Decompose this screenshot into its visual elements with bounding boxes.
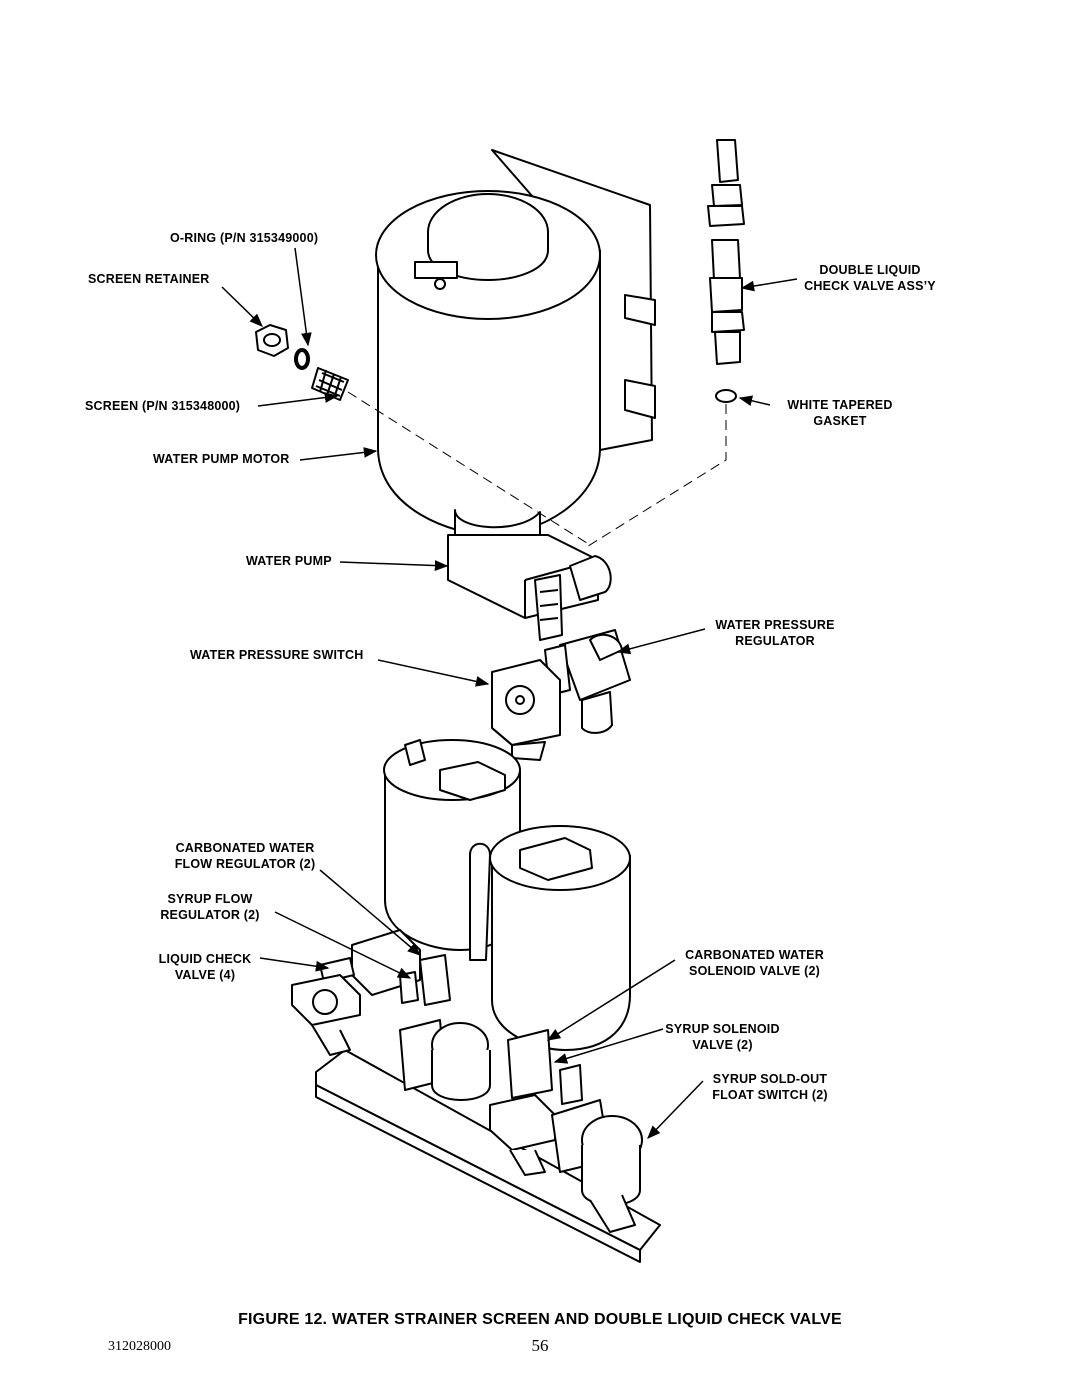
- left-solenoid-valve-part: [399, 1019, 491, 1101]
- right-syrup-tank: [469, 825, 631, 1051]
- liquid-check-valve-line-2: VALVE (4): [174, 968, 236, 982]
- o-ring-part: [294, 348, 310, 370]
- water-pump-label: WATER PUMP: [246, 554, 332, 568]
- water-pressure-switch-body: [491, 659, 561, 761]
- syrup-flow-regulator-line-1: SYRUP FLOW: [167, 892, 253, 906]
- double-liquid-check-valve-line-2: CHECK VALVE ASS’Y: [804, 279, 936, 293]
- water-pressure-regulator-line-2: REGULATOR: [735, 634, 815, 648]
- left-syrup-flow-regulator-part: [291, 974, 361, 1056]
- water-pressure-regulator-label: WATER PRESSURE REGULATOR: [705, 617, 845, 649]
- screen-label: SCREEN (P/N 315348000): [85, 399, 241, 413]
- syrup-sold-out-float-switch-line-1: SYRUP SOLD-OUT: [712, 1072, 828, 1086]
- white-tapered-gasket-line-1: WHITE TAPERED: [787, 398, 893, 412]
- leader-arrows: [221, 247, 798, 1139]
- dashed-assembly-lines: [347, 391, 727, 549]
- white-tapered-gasket-line-2: GASKET: [813, 414, 867, 428]
- liquid-check-valve-part: [319, 957, 419, 1004]
- double-liquid-check-valve-line-1: DOUBLE LIQUID: [819, 263, 921, 277]
- motor-mounting-bracket: [491, 149, 656, 451]
- carbonated-water-flow-regulator-label: CARBONATED WATER FLOW REGULATOR (2): [165, 840, 325, 872]
- syrup-sold-out-float-switch-part: [551, 1099, 643, 1233]
- o-ring-label: O-RING (P/N 315349000): [170, 231, 319, 245]
- carbonated-water-flow-regulator-line-1: CARBONATED WATER: [175, 841, 315, 855]
- carbonated-water-solenoid-valve-label: CARBONATED WATER SOLENOID VALVE (2): [672, 947, 837, 979]
- screen-retainer-label: SCREEN RETAINER: [88, 272, 210, 286]
- valve-base-plate: [315, 1049, 661, 1263]
- syrup-solenoid-valve-part: [507, 1029, 583, 1105]
- page-number: 56: [531, 1336, 549, 1355]
- double-liquid-check-valve-label: DOUBLE LIQUID CHECK VALVE ASS’Y: [790, 262, 950, 294]
- liquid-check-valve-line-1: LIQUID CHECK: [158, 952, 252, 966]
- document-number: 312028000: [108, 1339, 171, 1354]
- white-tapered-gasket-label: WHITE TAPERED GASKET: [775, 397, 905, 429]
- syrup-solenoid-valve-line-2: VALVE (2): [692, 1038, 753, 1052]
- syrup-flow-regulator-line-2: REGULATOR (2): [160, 908, 260, 922]
- carbonated-water-solenoid-valve-line-1: CARBONATED WATER: [685, 948, 824, 962]
- screen-retainer-part: [255, 324, 289, 357]
- figure-caption: FIGURE 12. WATER STRAINER SCREEN AND DOU…: [238, 1311, 842, 1328]
- liquid-check-valve-label: LIQUID CHECK VALVE (4): [150, 951, 260, 983]
- syrup-sold-out-float-switch-label: SYRUP SOLD-OUT FLOAT SWITCH (2): [700, 1071, 840, 1103]
- double-check-valve-part: [707, 139, 745, 365]
- water-pressure-switch-label: WATER PRESSURE SWITCH: [190, 648, 364, 662]
- syrup-flow-regulator-label: SYRUP FLOW REGULATOR (2): [150, 891, 270, 923]
- white-tapered-gasket-part: [715, 389, 737, 403]
- syrup-solenoid-valve-line-1: SYRUP SOLENOID: [665, 1022, 780, 1036]
- water-pump-motor-label: WATER PUMP MOTOR: [153, 452, 290, 466]
- screen-part: [311, 367, 349, 401]
- carbonated-water-flow-regulator-line-2: FLOW REGULATOR (2): [174, 857, 316, 871]
- water-pump-body: [447, 509, 612, 641]
- syrup-solenoid-valve-label: SYRUP SOLENOID VALVE (2): [655, 1021, 790, 1053]
- carbonated-water-solenoid-valve-line-2: SOLENOID VALVE (2): [689, 964, 820, 978]
- water-pump-motor: [375, 190, 601, 536]
- water-pressure-regulator-line-1: WATER PRESSURE: [715, 618, 835, 632]
- syrup-sold-out-float-switch-line-2: FLOAT SWITCH (2): [712, 1088, 828, 1102]
